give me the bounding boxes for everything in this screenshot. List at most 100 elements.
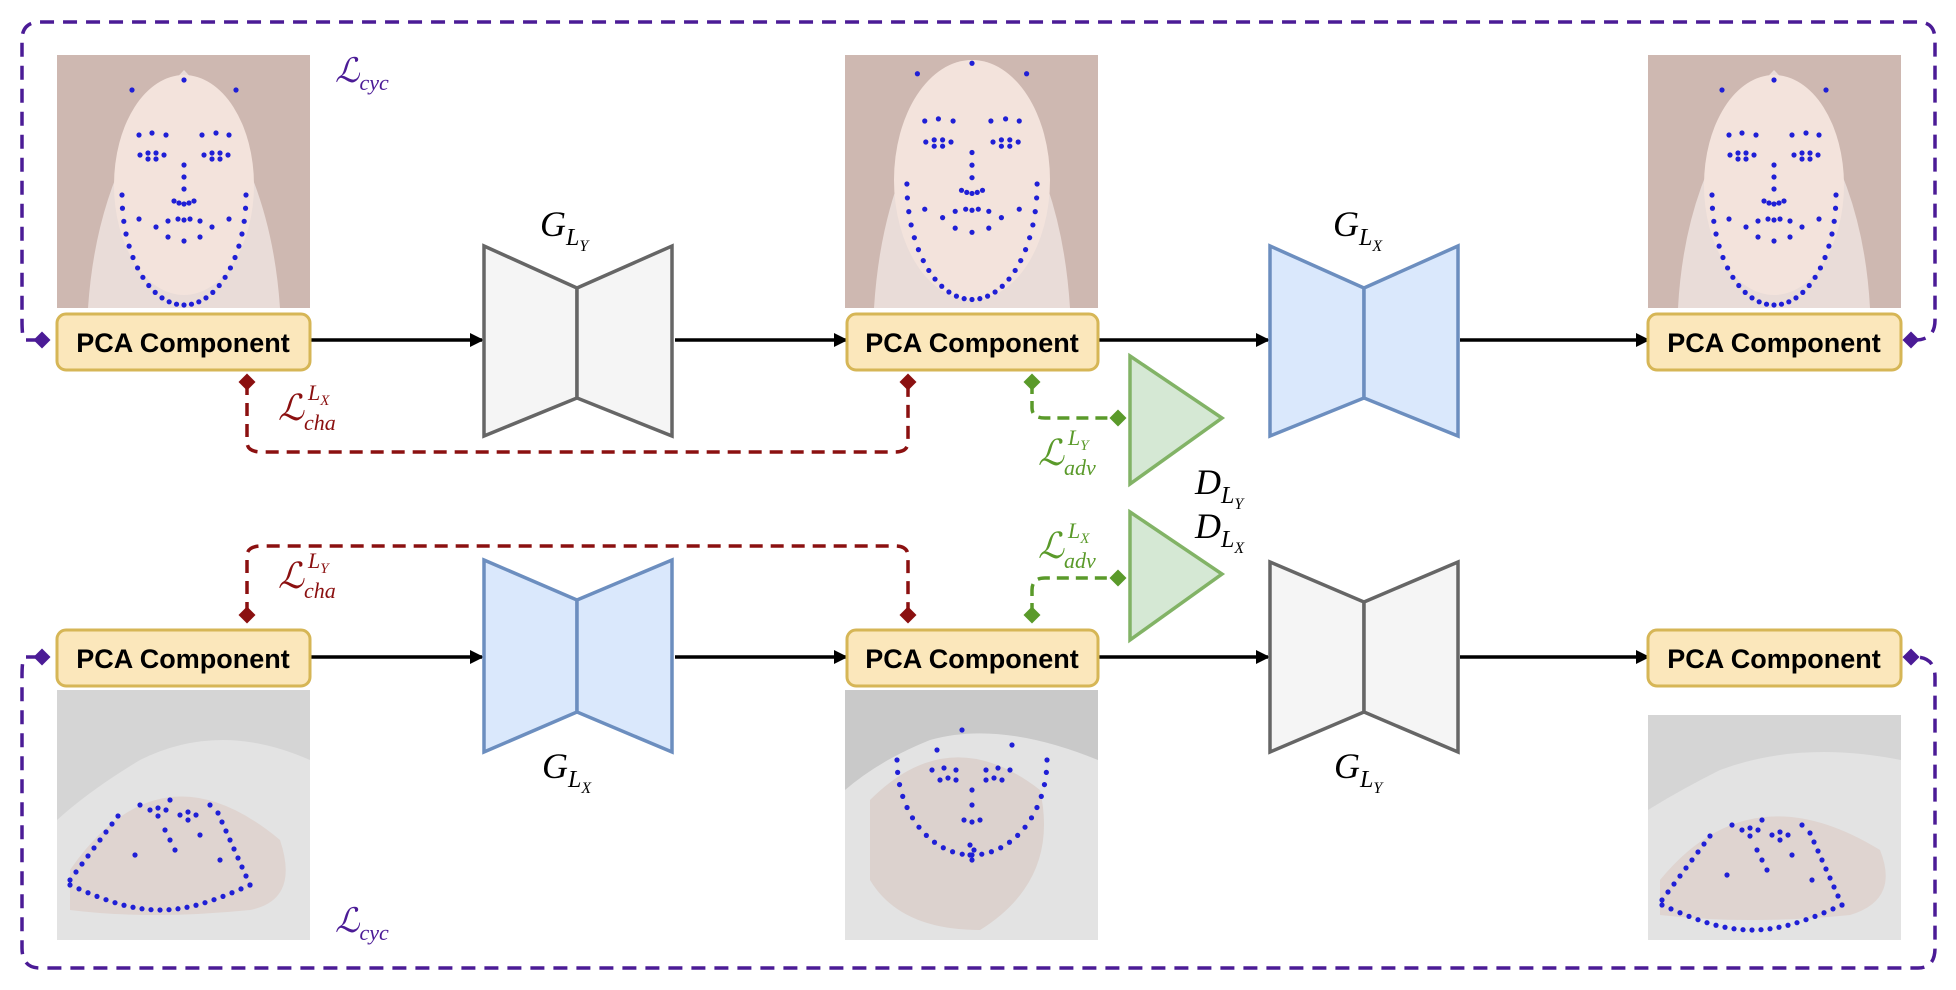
landmark-dot	[1799, 156, 1805, 162]
landmark-dot	[193, 812, 199, 818]
landmark-dot	[941, 765, 947, 771]
landmark-dot	[1785, 832, 1791, 838]
landmark-dot	[161, 152, 167, 158]
landmark-dot	[1006, 839, 1013, 845]
landmark-dot	[911, 235, 917, 241]
landmark-dot	[201, 152, 207, 158]
landmark-dot	[1028, 815, 1035, 821]
cycle-diamond-tr	[1902, 331, 1920, 349]
landmark-dot	[165, 218, 171, 224]
landmark-dot	[97, 837, 103, 843]
landmark-dot	[1736, 282, 1742, 289]
landmark-dot	[1749, 295, 1755, 301]
landmark-dot	[1835, 893, 1841, 899]
landmark-dot	[210, 289, 216, 296]
svg-text:PCA Component: PCA Component	[865, 328, 1078, 358]
landmarks-top-right	[1709, 77, 1839, 308]
landmark-dot	[920, 257, 926, 264]
landmark-dot	[1787, 234, 1793, 240]
pca-box-top-mid: PCA Component	[845, 312, 1100, 372]
landmark-dot	[952, 225, 958, 231]
landmark-dot	[239, 864, 245, 870]
landmark-dot	[175, 216, 181, 222]
landmark-dot	[1034, 181, 1040, 187]
landmark-dot	[1722, 924, 1728, 930]
landmark-dot	[937, 777, 943, 783]
landmark-dot	[1829, 231, 1835, 237]
landmark-dot	[157, 907, 163, 913]
landmark-dot	[975, 206, 981, 212]
label-top-gly: GLY	[540, 204, 590, 255]
landmark-dot	[196, 299, 202, 305]
loss-cha-lx-sup: LX	[307, 380, 330, 409]
landmark-dot	[953, 293, 960, 299]
face-photo-bottom-mid	[845, 690, 1098, 940]
landmark-dot	[239, 231, 245, 237]
landmark-dot	[109, 821, 115, 827]
landmark-dot	[73, 869, 79, 875]
landmark-dot	[220, 893, 226, 899]
landmark-dot	[1821, 910, 1827, 916]
face-photo-bottom-left	[57, 690, 310, 940]
landmark-dot	[969, 857, 975, 863]
landmark-dot	[1799, 224, 1805, 230]
landmark-dot	[1713, 231, 1719, 237]
landmark-dot	[167, 797, 173, 803]
face-photo-bottom-right	[1648, 715, 1901, 940]
landmarks-bottom-mid	[894, 727, 1050, 863]
landmark-dot	[134, 265, 141, 271]
landmark-dot	[1761, 198, 1767, 204]
landmark-dot	[1716, 243, 1722, 249]
landmark-dot	[1739, 130, 1745, 136]
landmark-dot	[988, 849, 995, 855]
landmark-dot	[1830, 906, 1836, 912]
landmark-dot	[76, 886, 82, 892]
landmark-dot	[1012, 267, 1018, 274]
landmark-dot	[904, 804, 910, 811]
landmark-dot	[969, 190, 975, 197]
landmark-dot	[202, 900, 208, 906]
landmark-dot	[187, 216, 193, 222]
landmark-dot	[1695, 849, 1701, 855]
landmark-dot	[165, 234, 171, 240]
landmark-dot	[1800, 289, 1806, 296]
landmark-dot	[236, 243, 242, 249]
landmark-dot	[1755, 234, 1761, 240]
landmark-dot	[1758, 927, 1764, 933]
landmark-dot	[1727, 152, 1733, 158]
landmark-dot	[923, 832, 929, 838]
landmark-dot	[103, 897, 109, 903]
landmark-dot	[241, 218, 247, 224]
landmark-dot	[931, 137, 937, 143]
landmark-dot	[995, 765, 1001, 771]
landmark-dot	[1832, 205, 1839, 211]
landmark-dot	[235, 855, 241, 861]
landmark-dot	[1713, 922, 1719, 928]
landmark-dot	[1015, 832, 1021, 838]
landmark-dot	[137, 802, 143, 808]
landmark-dot	[1749, 927, 1755, 933]
landmark-dot	[1043, 769, 1049, 775]
landmark-dot	[931, 143, 937, 149]
landmark-dot	[1735, 156, 1741, 162]
landmark-dot	[990, 139, 996, 145]
landmark-dot	[137, 152, 143, 158]
landmark-dot	[167, 837, 173, 843]
landmark-dot	[1771, 162, 1777, 168]
landmark-dot	[1726, 132, 1732, 138]
landmark-dot	[1766, 200, 1772, 206]
landmark-dot	[217, 857, 223, 863]
landmark-dot	[1747, 833, 1753, 839]
landmark-dot	[1677, 873, 1683, 879]
landmark-dot	[953, 777, 959, 783]
loss-cha-ly-sup: LY	[307, 548, 330, 577]
landmark-dot	[85, 853, 91, 859]
landmark-dot	[1709, 192, 1715, 198]
landmark-dot	[1776, 924, 1782, 930]
landmark-dot	[1689, 857, 1695, 863]
discriminator-dly	[1128, 352, 1226, 488]
landmark-dot	[1815, 152, 1821, 158]
cha-loss-bottom-connector	[245, 544, 910, 615]
cycle-diamond-tl	[33, 331, 51, 349]
landmark-dot	[969, 296, 975, 303]
